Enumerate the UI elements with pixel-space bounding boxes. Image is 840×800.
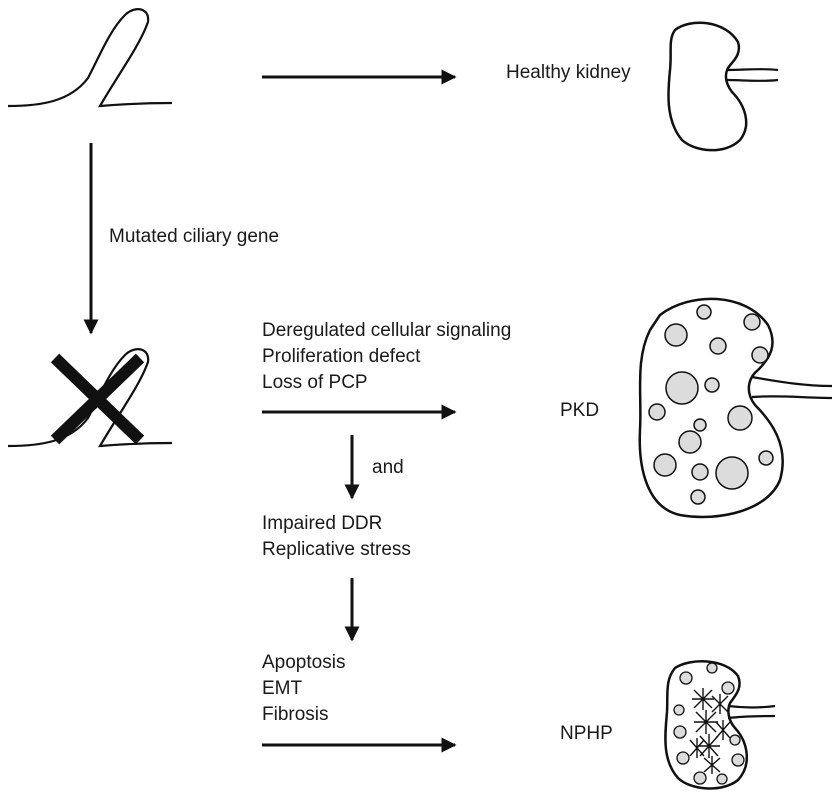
healthy-cilium-icon — [7, 8, 173, 108]
label-healthy-kidney: Healthy kidney — [506, 62, 631, 83]
label-and: and — [372, 457, 404, 478]
label-pkd: PKD — [560, 400, 600, 421]
label-deregulated-signaling: Deregulated cellular signaling — [262, 320, 512, 341]
label-replicative-stress: Replicative stress — [262, 539, 411, 560]
label-mutated-ciliary-gene: Mutated ciliary gene — [109, 226, 280, 247]
label-nphp: NPHP — [560, 723, 613, 744]
mutated-cilium-icon — [7, 348, 173, 448]
label-fibrosis: Fibrosis — [262, 704, 329, 725]
pkd-kidney-icon — [638, 297, 833, 519]
label-loss-of-pcp: Loss of PCP — [262, 372, 368, 393]
fibrosis-effects-list: Apoptosis EMT Fibrosis — [262, 650, 345, 728]
label-emt: EMT — [262, 678, 303, 699]
label-apoptosis: Apoptosis — [262, 652, 346, 673]
signaling-effects-list: Deregulated cellular signaling Prolifera… — [262, 318, 511, 396]
ddr-effects-list: Impaired DDR Replicative stress — [262, 511, 411, 563]
label-proliferation-defect: Proliferation defect — [262, 346, 421, 367]
nphp-kidney-icon — [664, 660, 776, 790]
label-impaired-ddr: Impaired DDR — [262, 513, 383, 534]
healthy-kidney-icon — [667, 21, 779, 152]
